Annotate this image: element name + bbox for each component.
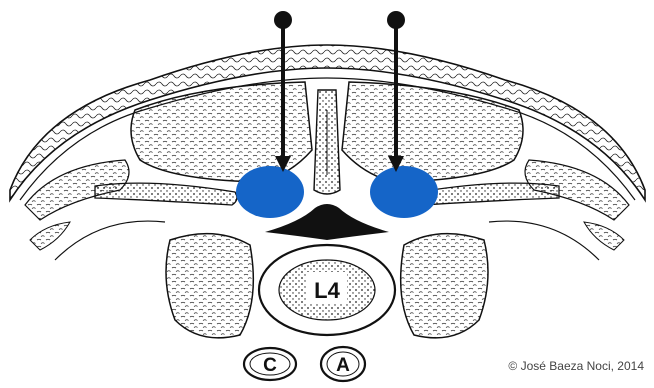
aorta: A [321,347,365,381]
vertebral-body: L4 [259,245,395,335]
right-psoas [401,234,488,338]
vena-cava-label: C [263,355,277,376]
spinous-process [314,90,340,194]
right-injection-target [370,166,438,218]
copyright-text: © José Baeza Noci, 2014 [508,359,644,373]
aorta-label: A [336,355,350,376]
vertebra-label: L4 [314,278,340,303]
left-injection-target [236,166,304,218]
vena-cava: C [244,348,296,380]
left-psoas [166,234,253,338]
